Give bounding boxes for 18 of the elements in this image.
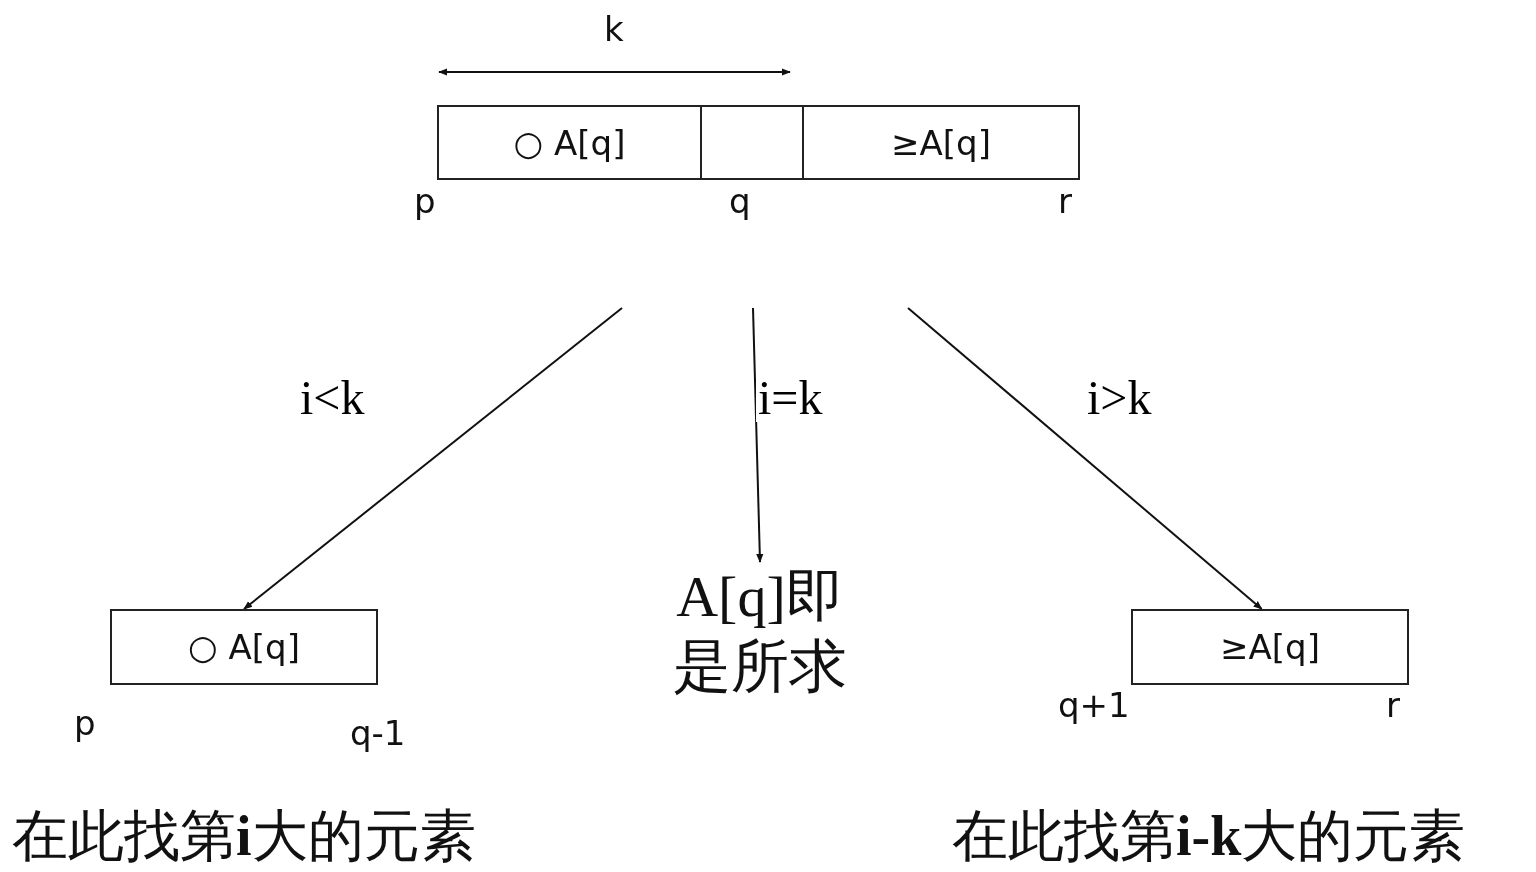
index-label: q-1 — [350, 716, 406, 750]
index-label: r — [1058, 184, 1072, 218]
index-label: r — [1386, 688, 1400, 722]
note-text: 在此找第i-k大的元素 — [952, 808, 1466, 864]
array-cell: ≥A[q] — [1131, 609, 1409, 685]
dimension-label: k — [604, 12, 624, 46]
index-label: q+1 — [1058, 688, 1130, 722]
arrow — [752, 307, 764, 563]
index-label: p — [74, 706, 96, 740]
arrow — [243, 307, 623, 610]
index-label: p — [414, 184, 436, 218]
note-text: 在此找第i大的元素 — [12, 808, 476, 864]
result-text: A[q]即是所求 — [672, 563, 848, 701]
array-cell: ○ A[q] — [437, 105, 702, 180]
index-label: q — [729, 184, 751, 218]
array-cell: ≥A[q] — [802, 105, 1080, 180]
arrow — [907, 307, 1263, 610]
array-cell: ○ A[q] — [110, 609, 378, 685]
